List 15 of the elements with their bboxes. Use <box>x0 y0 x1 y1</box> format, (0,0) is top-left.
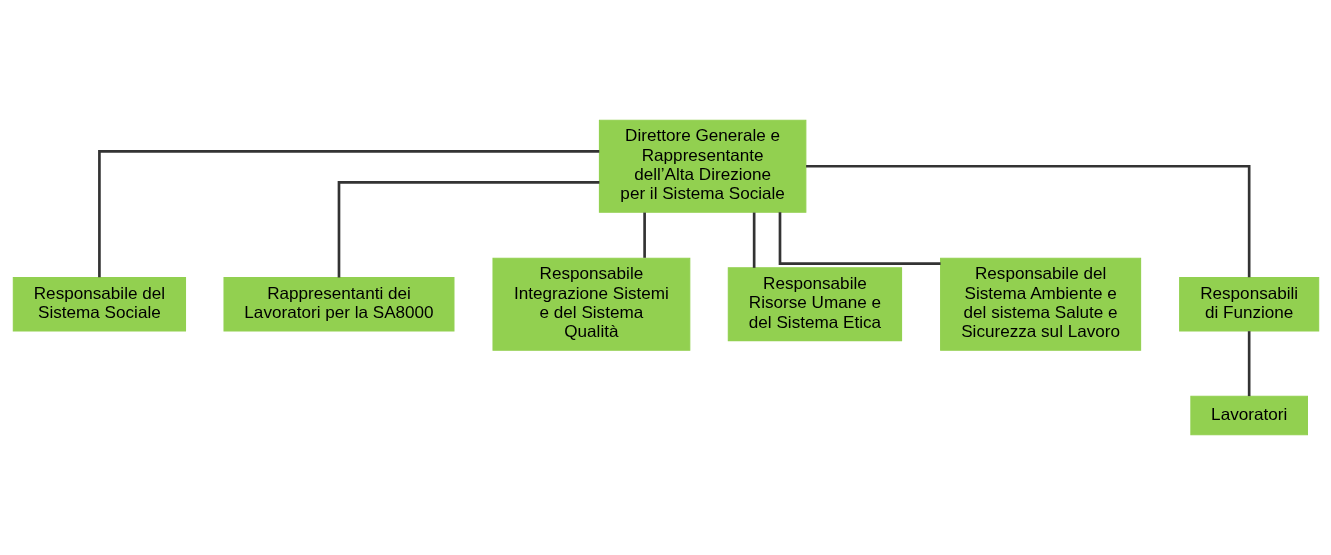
connector <box>337 180 599 278</box>
connector <box>805 164 1250 278</box>
node-box: Responsabili di Funzione <box>1178 276 1319 332</box>
connector <box>752 212 755 268</box>
node-box: Rappresentanti dei Lavoratori per la SA8000 <box>222 276 454 332</box>
node-box: Responsabile Risorse Umane e del Sistema Etica <box>727 267 902 342</box>
connector <box>1247 331 1250 397</box>
node-box: Lavoratori <box>1189 395 1308 436</box>
connector <box>642 212 646 258</box>
node-box: Direttore Generale e Rappresentante dell’Alta Direzione per il Sistema Sociale <box>598 119 806 213</box>
connector <box>97 149 599 278</box>
node-box: Responsabile del Sistema Sociale <box>12 276 186 332</box>
node-box: Responsabile Integrazione Sistemi e del Sistema Qualità <box>491 257 690 351</box>
node-box: Responsabile del Sistema Ambiente e del sistema Salute e Sicurezza sul Lavoro <box>939 257 1141 351</box>
connector <box>778 212 941 265</box>
